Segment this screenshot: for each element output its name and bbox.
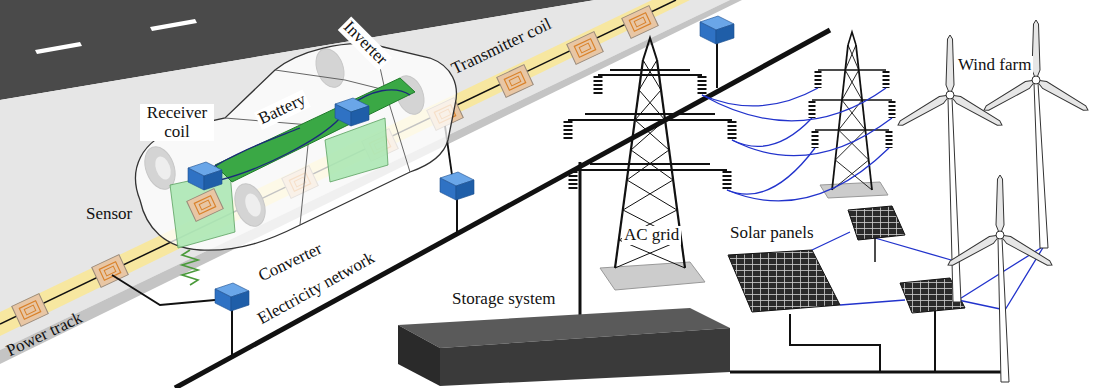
part-label: Inverter bbox=[338, 17, 392, 71]
part-label: AC grid bbox=[622, 226, 681, 245]
transmission-tower bbox=[812, 32, 892, 198]
transmission-tower bbox=[568, 38, 732, 290]
power-track bbox=[0, 0, 690, 336]
part-label: Storage system bbox=[450, 290, 557, 309]
solar-panel bbox=[728, 206, 965, 313]
part-label: Battery bbox=[254, 90, 311, 130]
electric-car bbox=[136, 44, 457, 285]
part-label: Power track bbox=[2, 308, 87, 362]
part-label: Sensor bbox=[84, 205, 134, 224]
part-label: Receiver coil bbox=[140, 104, 214, 141]
part-label: Transmitter coil bbox=[447, 15, 556, 80]
electricity-network bbox=[112, 30, 1005, 388]
part-label: Solar panels bbox=[728, 224, 816, 243]
road bbox=[0, 0, 742, 364]
wind-turbine bbox=[896, 20, 1090, 382]
power-line bbox=[702, 88, 892, 201]
part-label: Wind farm bbox=[956, 56, 1033, 75]
storage-symbol bbox=[398, 308, 730, 386]
part-label: Converter bbox=[254, 239, 327, 287]
part-label: Electricity network bbox=[253, 248, 380, 330]
